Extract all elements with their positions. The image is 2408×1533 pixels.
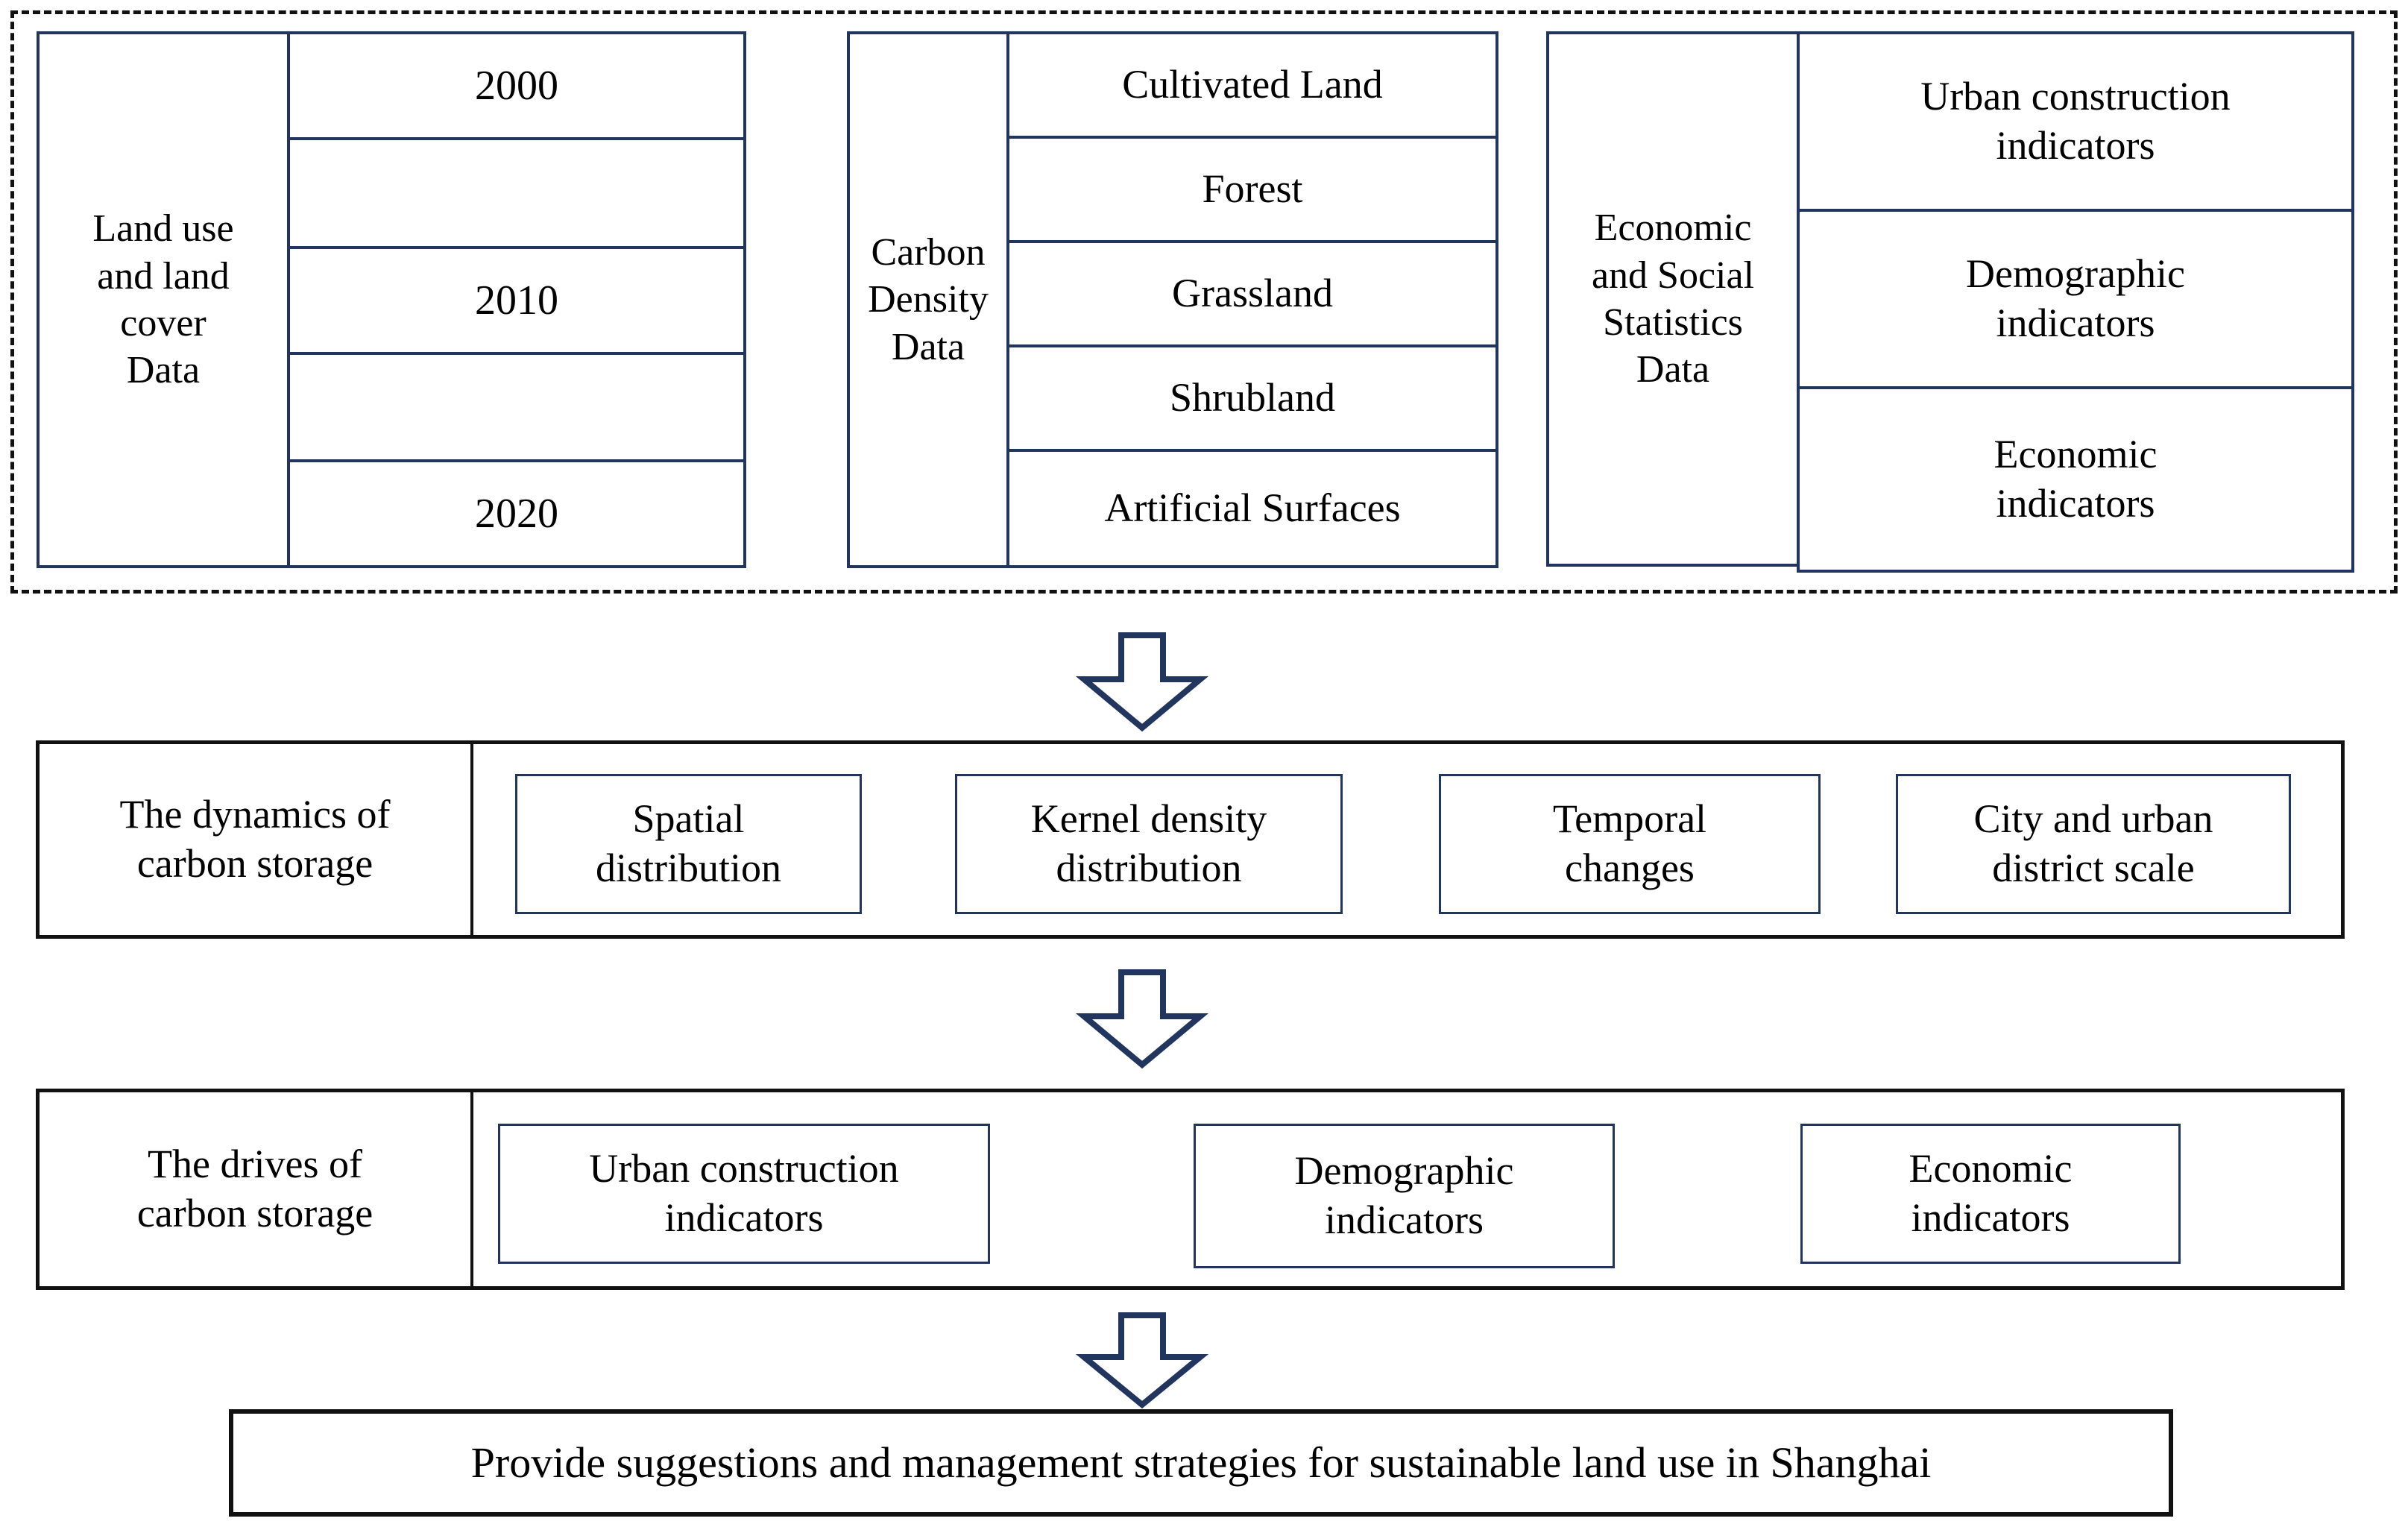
- drives-item-label: Urban construction indicators: [589, 1146, 899, 1240]
- data-item-label: Forest: [1202, 166, 1303, 212]
- data-group-economic-social-label-cell: Economic and Social Statistics Data: [1546, 31, 1800, 567]
- dynamics-band-label-cell: The dynamics of carbon storage: [40, 744, 470, 935]
- arrow-to-drives-icon: [1075, 969, 1209, 1070]
- drives-band-label: The drives of carbon storage: [136, 1142, 374, 1235]
- data-group-economic-social-item-demographic: Demographic indicators: [1797, 209, 2354, 389]
- drives-item-label: Economic indicators: [1909, 1146, 2073, 1240]
- data-item-label: Economic indicators: [1993, 432, 2158, 526]
- data-group-land-use-item-2000: 2000: [287, 31, 746, 140]
- data-group-carbon-density-label: Carbon Density Data: [868, 230, 989, 368]
- arrow-to-final-icon: [1075, 1312, 1209, 1409]
- data-sources-container: Land use and land cover Data 2000 2010 2…: [10, 10, 2398, 594]
- data-group-economic-social-item-urban-construction: Urban construction indicators: [1797, 31, 2354, 212]
- final-statement-text: Provide suggestions and management strat…: [470, 1438, 1932, 1487]
- drives-band-divider: [470, 1092, 473, 1286]
- dynamics-item-kernel-density-distribution: Kernel density distribution: [955, 774, 1343, 914]
- data-item-label: 2020: [475, 490, 558, 537]
- data-group-carbon-density-item-shrubland: Shrubland: [1006, 344, 1498, 452]
- data-item-label: 2000: [475, 62, 558, 109]
- data-item-label: Shrubland: [1170, 375, 1335, 421]
- data-item-label: Cultivated Land: [1122, 62, 1383, 107]
- dynamics-item-spatial-distribution: Spatial distribution: [515, 774, 862, 914]
- drives-item-label: Demographic indicators: [1294, 1148, 1514, 1242]
- dynamics-item-city-urban-district-scale: City and urban district scale: [1896, 774, 2291, 914]
- data-group-carbon-density-item-forest: Forest: [1006, 136, 1498, 243]
- data-group-land-use-right-column-left-edge: [287, 31, 290, 568]
- dynamics-item-temporal-changes: Temporal changes: [1439, 774, 1821, 914]
- data-group-carbon-density-item-artificial-surfaces: Artificial Surfaces: [1006, 449, 1498, 568]
- data-group-land-use-right-column-right-edge: [743, 31, 746, 568]
- drives-item-economic-indicators: Economic indicators: [1800, 1124, 2181, 1264]
- dynamics-item-label: Temporal changes: [1552, 796, 1707, 890]
- drives-band: The drives of carbon storage Urban const…: [36, 1089, 2345, 1290]
- arrow-to-dynamics-icon: [1075, 632, 1209, 733]
- data-group-carbon-density-label-cell: Carbon Density Data: [847, 31, 1009, 568]
- drives-item-urban-construction-indicators: Urban construction indicators: [498, 1124, 990, 1264]
- data-item-label: 2010: [475, 277, 558, 324]
- dynamics-band: The dynamics of carbon storage Spatial d…: [36, 740, 2345, 939]
- dynamics-item-label: City and urban district scale: [1973, 796, 2213, 890]
- data-group-economic-social-item-economic: Economic indicators: [1797, 386, 2354, 573]
- data-group-economic-social-label: Economic and Social Statistics Data: [1591, 207, 1755, 391]
- drives-item-demographic-indicators: Demographic indicators: [1194, 1124, 1615, 1268]
- data-item-label: Demographic indicators: [1966, 251, 2185, 345]
- dynamics-item-label: Spatial distribution: [595, 796, 781, 890]
- dynamics-band-divider: [470, 744, 473, 935]
- final-statement-box: Provide suggestions and management strat…: [229, 1409, 2173, 1517]
- data-group-land-use-label: Land use and land cover Data: [92, 207, 234, 392]
- data-group-land-use-label-cell: Land use and land cover Data: [37, 31, 290, 568]
- data-group-land-use-item-2010: 2010: [287, 246, 746, 355]
- data-item-label: Grassland: [1172, 271, 1333, 316]
- data-group-land-use-item-2020: 2020: [287, 459, 746, 568]
- drives-band-label-cell: The drives of carbon storage: [40, 1092, 470, 1286]
- dynamics-band-label: The dynamics of carbon storage: [119, 792, 391, 886]
- data-group-carbon-density-item-cultivated-land: Cultivated Land: [1006, 31, 1498, 139]
- data-item-label: Artificial Surfaces: [1104, 485, 1401, 531]
- data-item-label: Urban construction indicators: [1920, 74, 2231, 168]
- data-group-carbon-density-item-grassland: Grassland: [1006, 240, 1498, 347]
- dynamics-item-label: Kernel density distribution: [1030, 796, 1267, 890]
